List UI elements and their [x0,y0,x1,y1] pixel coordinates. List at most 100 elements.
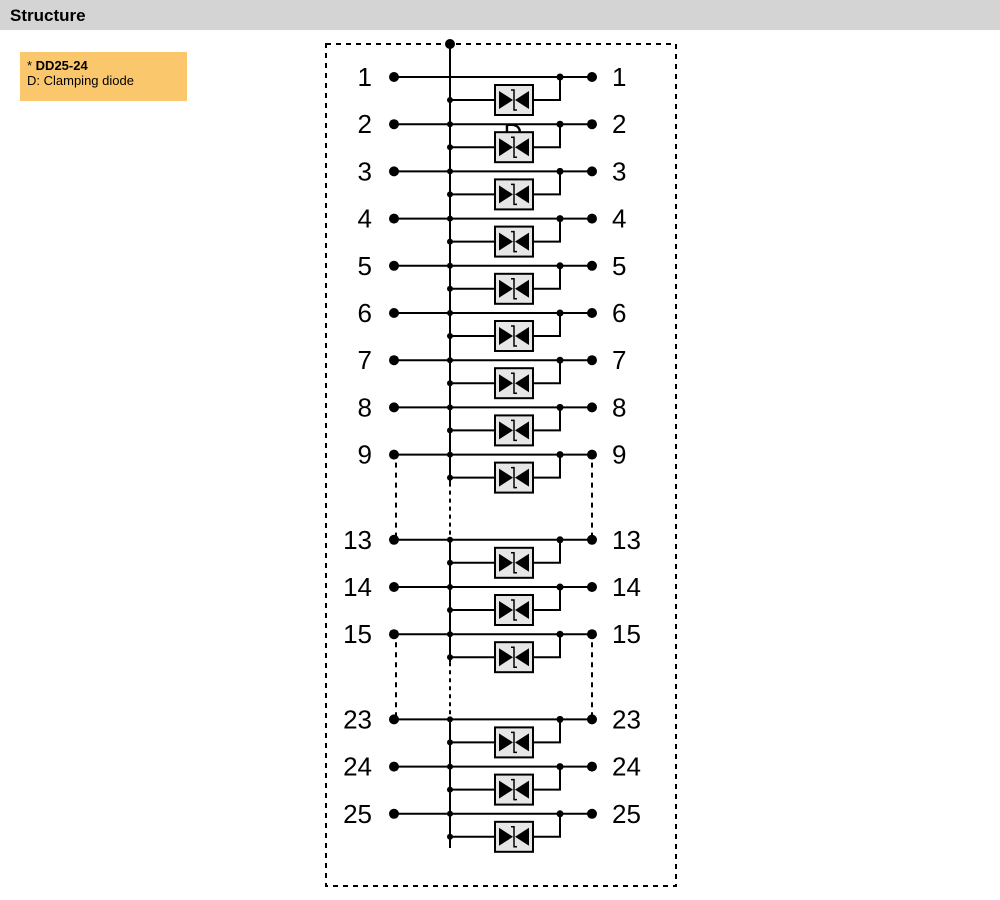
pin-label-right: 25 [612,799,641,829]
pin-label-right: 1 [612,62,626,92]
clamping-diode-icon [494,414,534,447]
bus-node [447,215,453,222]
terminal-left [389,72,399,82]
clamping-diode-icon [494,594,534,626]
diode-lead-right [533,454,561,479]
diode-lead-right [533,587,561,611]
pin-label-left: 23 [343,704,372,734]
terminal-left [389,582,399,592]
pin-label-right: 2 [612,109,626,139]
terminal-right [587,582,597,592]
terminal-right [587,166,597,177]
terminal-left [389,808,399,819]
bus-node [447,404,453,411]
pin-label-left: 15 [343,619,372,649]
pin-row-25: 25 25 [343,799,641,853]
terminal-right [587,260,597,271]
pin-label-left: 7 [358,345,372,375]
terminal-right [587,714,597,725]
bus-node [447,285,453,292]
legend-prefix: * [27,58,36,73]
bus-node [447,262,453,269]
pin-label-left: 9 [358,440,372,470]
diode-lead-right [533,313,561,337]
pin-label-right: 8 [612,392,626,422]
pin-label-left: 13 [343,525,372,555]
terminal-left [389,166,399,177]
bus-node [447,333,453,339]
pin-label-right: 14 [612,572,641,602]
terminal-left [389,119,399,130]
section-header: Structure [0,0,1000,30]
bus-node [447,144,453,151]
terminal-right [587,449,597,460]
diode-lead-right [533,813,561,838]
terminal-left [389,761,399,772]
diode-lead-right [533,719,561,744]
pin-label-left: 4 [358,204,372,234]
diode-lead-right [533,171,561,196]
terminal-right [587,402,597,413]
pin-label-left: 5 [358,251,372,281]
bus-node [447,716,453,723]
clamping-diode-icon [494,546,534,579]
pin-label-left: 1 [358,62,372,92]
section-title: Structure [10,6,86,25]
legend-note: * DD25-24 D: Clamping diode [20,52,187,101]
bus-node [447,427,453,434]
clamping-diode-icon [494,726,534,759]
bus-node [447,584,453,590]
diode-lead-right [533,539,561,564]
pin-label-left: 25 [343,799,372,829]
bus-node [447,833,453,840]
terminal-right [587,72,597,82]
pin-label-right: 4 [612,204,626,234]
bus-node [447,607,453,613]
clamping-diode-icon [494,773,534,806]
pin-label-left: 3 [358,156,372,186]
bus-node [447,536,453,543]
common-bus-top-node [445,39,455,49]
bus-node [447,654,453,661]
diode-lead-right [533,360,561,385]
bus-node [447,191,453,198]
clamping-diode-icon [494,272,534,305]
pin-label-left: 8 [358,392,372,422]
clamping-diode-icon [494,84,534,116]
bus-node [447,763,453,770]
pin-label-left: 6 [358,298,372,328]
legend-description: D: Clamping diode [27,73,134,88]
pin-label-right: 3 [612,156,626,186]
bus-node [447,559,453,566]
pin-label-right: 15 [612,619,641,649]
pin-label-right: 9 [612,440,626,470]
clamping-diode-icon [494,641,534,674]
bus-node [447,97,453,103]
pin-label-left: 2 [358,109,372,139]
terminal-left [389,402,399,413]
bus-node [447,786,453,793]
diode-lead-right [533,77,561,101]
legend-model: DD25-24 [35,58,88,73]
pin-label-right: 24 [612,752,641,782]
clamping-diode-icon [494,820,534,853]
bus-node [447,810,453,817]
bus-node [447,739,453,746]
legend-model-line: * DD25-24 [27,58,187,73]
terminal-right [587,534,597,545]
clamping-diode-icon [494,320,534,352]
enclosure-outline [325,43,677,887]
clamping-diode-icon [494,461,534,494]
clamping-diode-icon [494,367,534,400]
terminal-right [587,629,597,640]
diode-lead-right [533,218,561,243]
